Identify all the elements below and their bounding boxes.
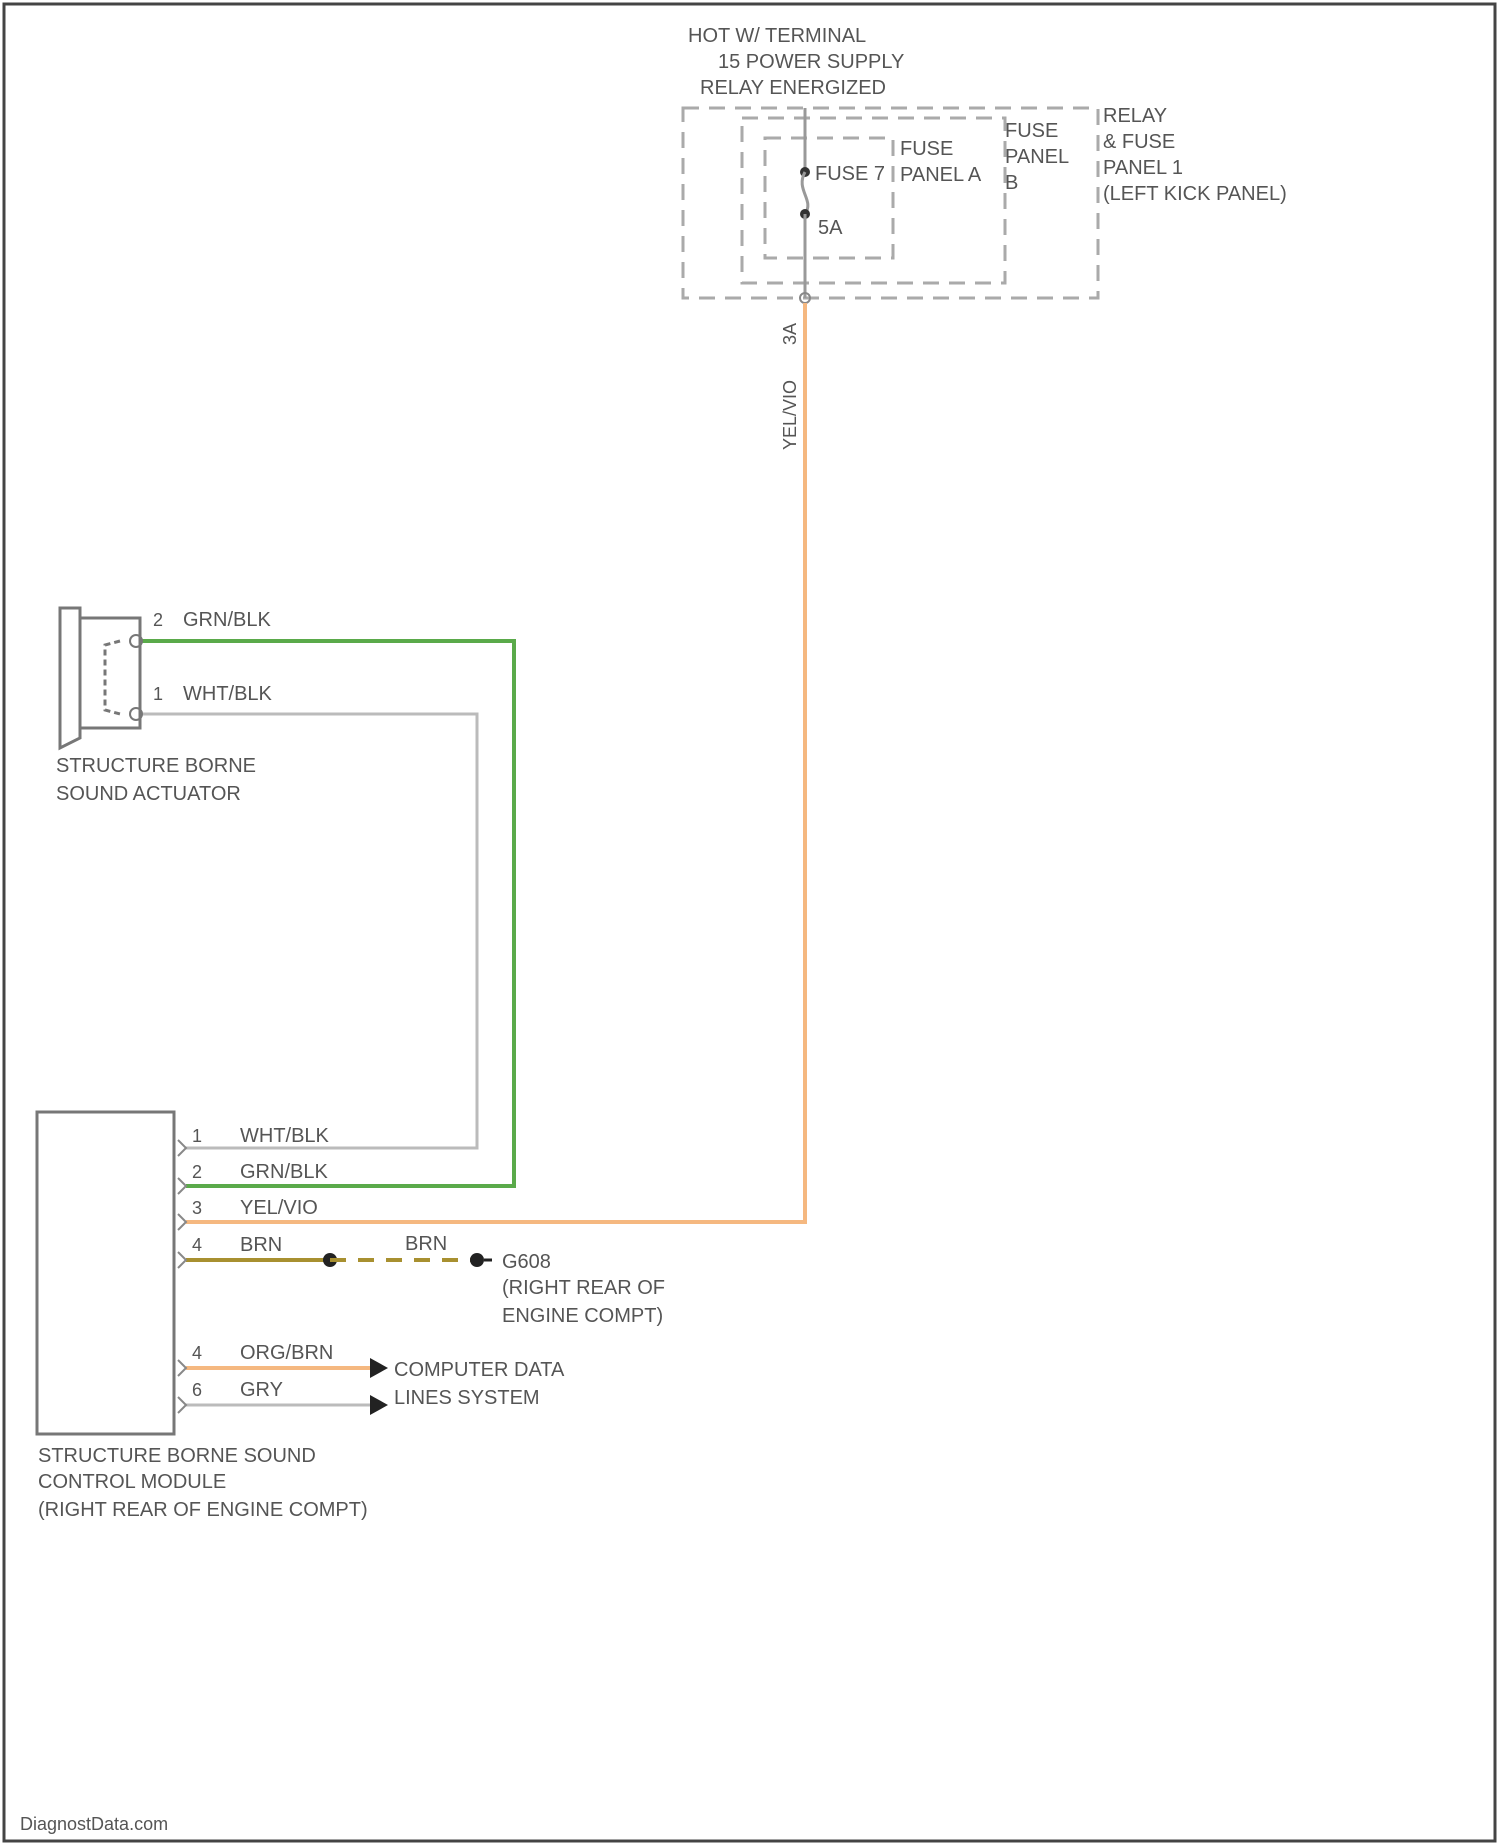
actuator-pin-1-wire: WHT/BLK	[183, 683, 273, 705]
fuse-panel-a-box	[765, 138, 893, 258]
module-pin-3-number: 3	[192, 1198, 202, 1218]
module-connector-pins	[178, 1140, 186, 1413]
fuse-panel-a-line1: FUSE	[900, 138, 953, 160]
relay-panel-line1: RELAY	[1103, 105, 1167, 127]
arrow-gry	[370, 1395, 388, 1415]
ground-wire-label: BRN	[405, 1233, 447, 1255]
feed-wire-pin: 3A	[780, 323, 800, 345]
arrow-org-brn	[370, 1358, 388, 1378]
fuse-panel-a-line2: PANEL A	[900, 164, 982, 186]
data-lines-line1: COMPUTER DATA	[394, 1359, 565, 1381]
actuator-housing	[60, 608, 80, 748]
module-name-line2: CONTROL MODULE	[38, 1471, 226, 1493]
actuator-pin-2-wire: GRN/BLK	[183, 609, 271, 631]
ground-location-line1: (RIGHT REAR OF	[502, 1277, 665, 1299]
wire-yel-vio	[186, 303, 805, 1222]
actuator-coil	[105, 641, 120, 714]
module-pin-6-wire: GRY	[240, 1379, 283, 1401]
module-pin-4-wire: BRN	[240, 1234, 282, 1256]
module-pin-5-number: 4	[192, 1343, 202, 1363]
relay-panel-line3: PANEL 1	[1103, 157, 1183, 179]
data-lines-line2: LINES SYSTEM	[394, 1387, 540, 1409]
wire-wht-blk	[140, 714, 477, 1148]
fuse-panel-b-line2: PANEL	[1005, 146, 1069, 168]
actuator-pin-1-number: 1	[153, 684, 163, 704]
module-pin-1-number: 1	[192, 1126, 202, 1146]
feed-wire-color: YEL/VIO	[780, 380, 800, 450]
structure-borne-sound-actuator	[60, 608, 142, 748]
watermark: DiagnostData.com	[20, 1814, 168, 1834]
fuse-element	[802, 172, 808, 214]
module-pin-2-number: 2	[192, 1162, 202, 1182]
module-pin-4-number: 4	[192, 1235, 202, 1255]
module-pin-5-wire: ORG/BRN	[240, 1342, 333, 1364]
module-pin-6-number: 6	[192, 1380, 202, 1400]
page-border	[4, 4, 1495, 1841]
relay-panel-line4: (LEFT KICK PANEL)	[1103, 183, 1287, 205]
module-pin-6-terminal	[178, 1397, 186, 1413]
ground-location-line2: ENGINE COMPT)	[502, 1305, 663, 1327]
module-pin-1-wire: WHT/BLK	[240, 1125, 330, 1147]
actuator-name-line1: STRUCTURE BORNE	[56, 755, 256, 777]
fuse-panel-b-line1: FUSE	[1005, 120, 1058, 142]
module-pin-2-terminal	[178, 1178, 186, 1194]
ground-symbol	[470, 1253, 484, 1267]
fuse-panel-b-line3: B	[1005, 172, 1018, 194]
module-name-line1: STRUCTURE BORNE SOUND	[38, 1445, 316, 1467]
power-label-line3: RELAY ENERGIZED	[700, 77, 886, 99]
module-pin-3-terminal	[178, 1214, 186, 1230]
fuse-name: FUSE 7	[815, 163, 885, 185]
relay-panel-line2: & FUSE	[1103, 131, 1175, 153]
module-pin-2-wire: GRN/BLK	[240, 1161, 328, 1183]
ground-name: G608	[502, 1251, 551, 1273]
actuator-pin-2-number: 2	[153, 610, 163, 630]
module-pin-4-terminal	[178, 1252, 186, 1268]
wire-grn-blk	[140, 641, 514, 1186]
fuse-rating: 5A	[818, 217, 843, 239]
power-label-line1: HOT W/ TERMINAL	[688, 25, 866, 47]
module-pin-1-terminal	[178, 1140, 186, 1156]
module-name-line3: (RIGHT REAR OF ENGINE COMPT)	[38, 1499, 368, 1521]
sound-control-module-box	[37, 1112, 174, 1434]
power-label-line2: 15 POWER SUPPLY	[718, 51, 904, 73]
module-pin-3-wire: YEL/VIO	[240, 1197, 318, 1219]
actuator-name-line2: SOUND ACTUATOR	[56, 783, 241, 805]
module-pin-5-terminal	[178, 1360, 186, 1376]
